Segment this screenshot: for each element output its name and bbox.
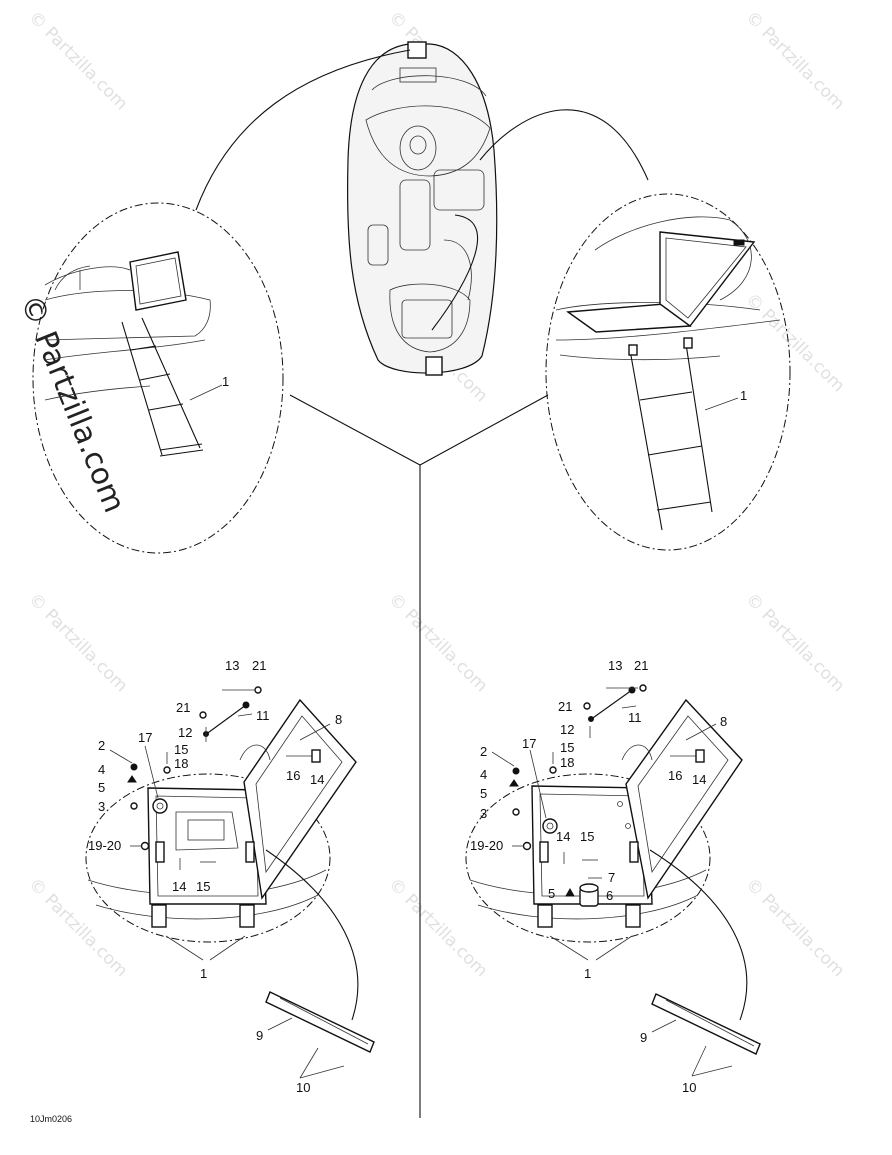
callout-label: 5 [98, 780, 105, 795]
watermark: © Partzilla.com [741, 874, 848, 981]
watermark-large: © Partzilla.com [13, 290, 132, 518]
callout-label: 7 [608, 870, 615, 885]
boat-hull-top-view [346, 41, 498, 376]
callout-label: 21 [176, 700, 190, 715]
diagram-code: 10Jm0206 [30, 1114, 72, 1124]
callout-label: 19-20 [88, 838, 121, 853]
callout-label: 6 [606, 888, 613, 903]
ladder-left-detail: 1 [32, 202, 284, 554]
callout-label: 14 [172, 879, 186, 894]
callout-label: 8 [335, 712, 342, 727]
callout-label: 15 [174, 742, 188, 757]
callout-label: 2 [480, 744, 487, 759]
callout-label: 15 [196, 879, 210, 894]
callout-label: 18 [174, 756, 188, 771]
callout-label: 4 [98, 762, 105, 777]
callout-label: 9 [640, 1030, 647, 1045]
callout-label: 21 [634, 658, 648, 673]
ladder-assembly-left: 13 21 21 12 11 8 2 17 15 18 4 16 14 5 3 … [85, 658, 375, 1095]
callout-label: 15 [560, 740, 574, 755]
callout-label: 1 [200, 966, 207, 981]
callout-label: 3 [98, 799, 105, 814]
watermark: © Partzilla.com [741, 589, 848, 696]
divider-line [419, 394, 549, 466]
callout-label: 8 [720, 714, 727, 729]
callout-label: 14 [310, 772, 324, 787]
callout-label: 3 [480, 806, 487, 821]
callout-label: 1 [740, 388, 747, 403]
callout-label: 19-20 [470, 838, 503, 853]
callout-label: 21 [558, 699, 572, 714]
watermark: © Partzilla.com [741, 289, 848, 396]
connector-line [479, 109, 649, 181]
watermark: © Partzilla.com [24, 7, 131, 114]
callout-label: 14 [692, 772, 706, 787]
callout-label: 17 [138, 730, 152, 745]
callout-label: 18 [560, 755, 574, 770]
callout-label: 14 [556, 829, 570, 844]
callout-label: 13 [225, 658, 239, 673]
callout-label: 16 [286, 768, 300, 783]
watermark: © Partzilla.com [741, 7, 848, 114]
callout-label: 9 [256, 1028, 263, 1043]
callout-label: 10 [296, 1080, 310, 1095]
callout-label: 21 [252, 658, 266, 673]
divider-line [289, 394, 421, 466]
callout-label: 11 [628, 710, 642, 725]
callout-label: 12 [560, 722, 574, 737]
callout-label: 5 [480, 786, 487, 801]
callout-label: 15 [580, 829, 594, 844]
ladder-assembly-right: 13 21 21 12 11 8 2 17 15 18 4 16 14 5 3 … [465, 658, 761, 1095]
callout-label: 13 [608, 658, 622, 673]
callout-label: 11 [256, 708, 270, 723]
connector-line [431, 214, 479, 331]
connector-line [195, 49, 411, 211]
callout-label: 5 [548, 886, 555, 901]
callout-label: 1 [222, 374, 229, 389]
callout-label: 17 [522, 736, 536, 751]
ladder-right-detail: 1 [545, 193, 791, 551]
callout-label: 10 [682, 1080, 696, 1095]
callout-label: 4 [480, 767, 487, 782]
watermark: © Partzilla.com [384, 589, 491, 696]
watermark: © Partzilla.com [24, 874, 131, 981]
callout-label: 2 [98, 738, 105, 753]
callout-label: 16 [668, 768, 682, 783]
callout-label: 12 [178, 725, 192, 740]
watermark: © Partzilla.com [24, 589, 131, 696]
callout-label: 1 [584, 966, 591, 981]
